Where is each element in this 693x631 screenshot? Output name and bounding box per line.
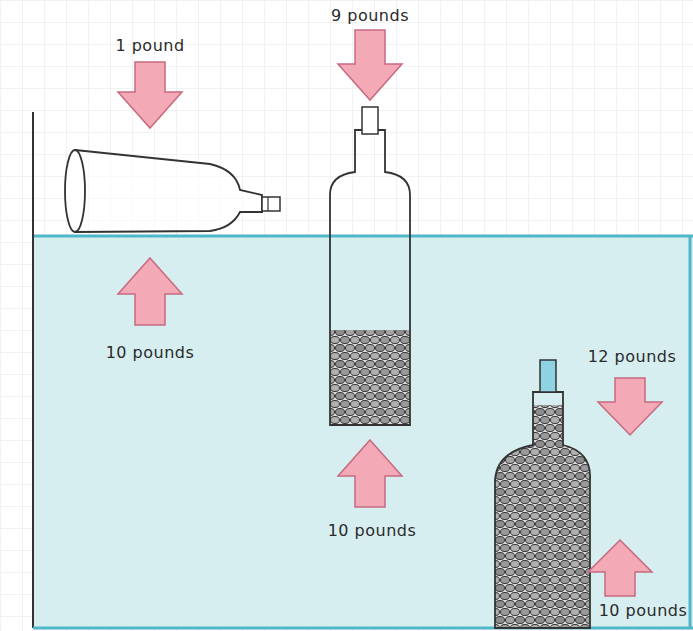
water [33,236,693,628]
force-label: 12 pounds [588,347,677,366]
full-bottle [490,360,595,630]
floating-bottle [65,150,280,232]
force-label: 1 pound [115,36,184,55]
tank-wall [32,112,34,628]
force-label: 9 pounds [331,6,409,25]
half-filled-bottle [325,107,415,430]
force-label: 10 pounds [106,343,195,362]
tank-wall [689,236,692,628]
force-arrow [118,30,662,596]
tank-bottom [33,627,693,630]
water-surface [33,235,693,238]
force-label: 10 pounds [328,521,417,540]
force-label: 10 pounds [599,601,688,620]
